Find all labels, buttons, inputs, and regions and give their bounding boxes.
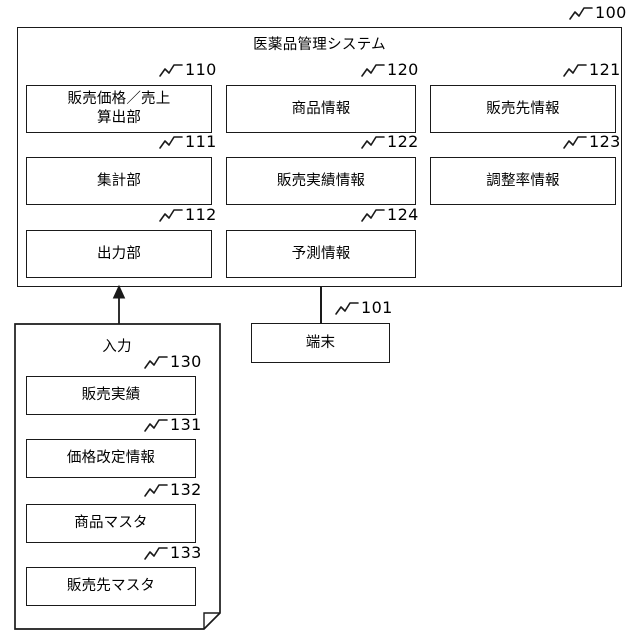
data-store-label-121: 販売先情報 [486, 100, 560, 117]
data-store-label-124: 予測情報 [291, 245, 351, 262]
input-title: 入力 [102, 339, 132, 355]
input-item-box-132[interactable]: 商品マスタ [26, 504, 196, 543]
connector-system-terminal [320, 287, 322, 324]
input-item-box-131[interactable]: 価格改定情報 [26, 439, 196, 478]
squiggle-leader-icon [335, 302, 359, 315]
squiggle-leader-icon [569, 7, 593, 20]
system-title: 医薬品管理システム [253, 37, 386, 53]
data-store-label-123: 調整率情報 [486, 172, 560, 189]
input-item-box-133[interactable]: 販売先マスタ [26, 567, 196, 606]
ref-callout-101: 101 [334, 300, 393, 316]
module-box-110[interactable]: 販売価格／売上 算出部 [26, 85, 212, 133]
terminal-label: 端末 [305, 334, 336, 351]
input-item-label-130: 販売実績 [81, 387, 141, 404]
data-store-box-121[interactable]: 販売先情報 [430, 85, 616, 133]
data-store-box-120[interactable]: 商品情報 [226, 85, 416, 133]
input-item-label-131: 価格改定情報 [66, 450, 156, 467]
ref-number: 101 [361, 298, 393, 317]
input-item-label-132: 商品マスタ [74, 515, 148, 532]
module-box-112[interactable]: 出力部 [26, 230, 212, 278]
module-label-111: 集計部 [96, 172, 142, 189]
input-item-label-133: 販売先マスタ [66, 578, 156, 595]
ref-callout-100: 100 [568, 5, 627, 21]
module-label-112: 出力部 [96, 245, 142, 262]
data-store-label-120: 商品情報 [291, 100, 351, 117]
data-store-box-123[interactable]: 調整率情報 [430, 157, 616, 205]
input-item-box-130[interactable]: 販売実績 [26, 376, 196, 415]
module-box-111[interactable]: 集計部 [26, 157, 212, 205]
ref-number: 100 [595, 3, 627, 22]
module-label-110: 販売価格／売上 算出部 [67, 91, 171, 126]
data-store-box-122[interactable]: 販売実績情報 [226, 157, 416, 205]
data-store-box-124[interactable]: 予測情報 [226, 230, 416, 278]
terminal-box-101[interactable]: 端末 [251, 323, 390, 363]
arrow-input-to-system [112, 284, 126, 326]
data-store-label-122: 販売実績情報 [276, 172, 366, 189]
